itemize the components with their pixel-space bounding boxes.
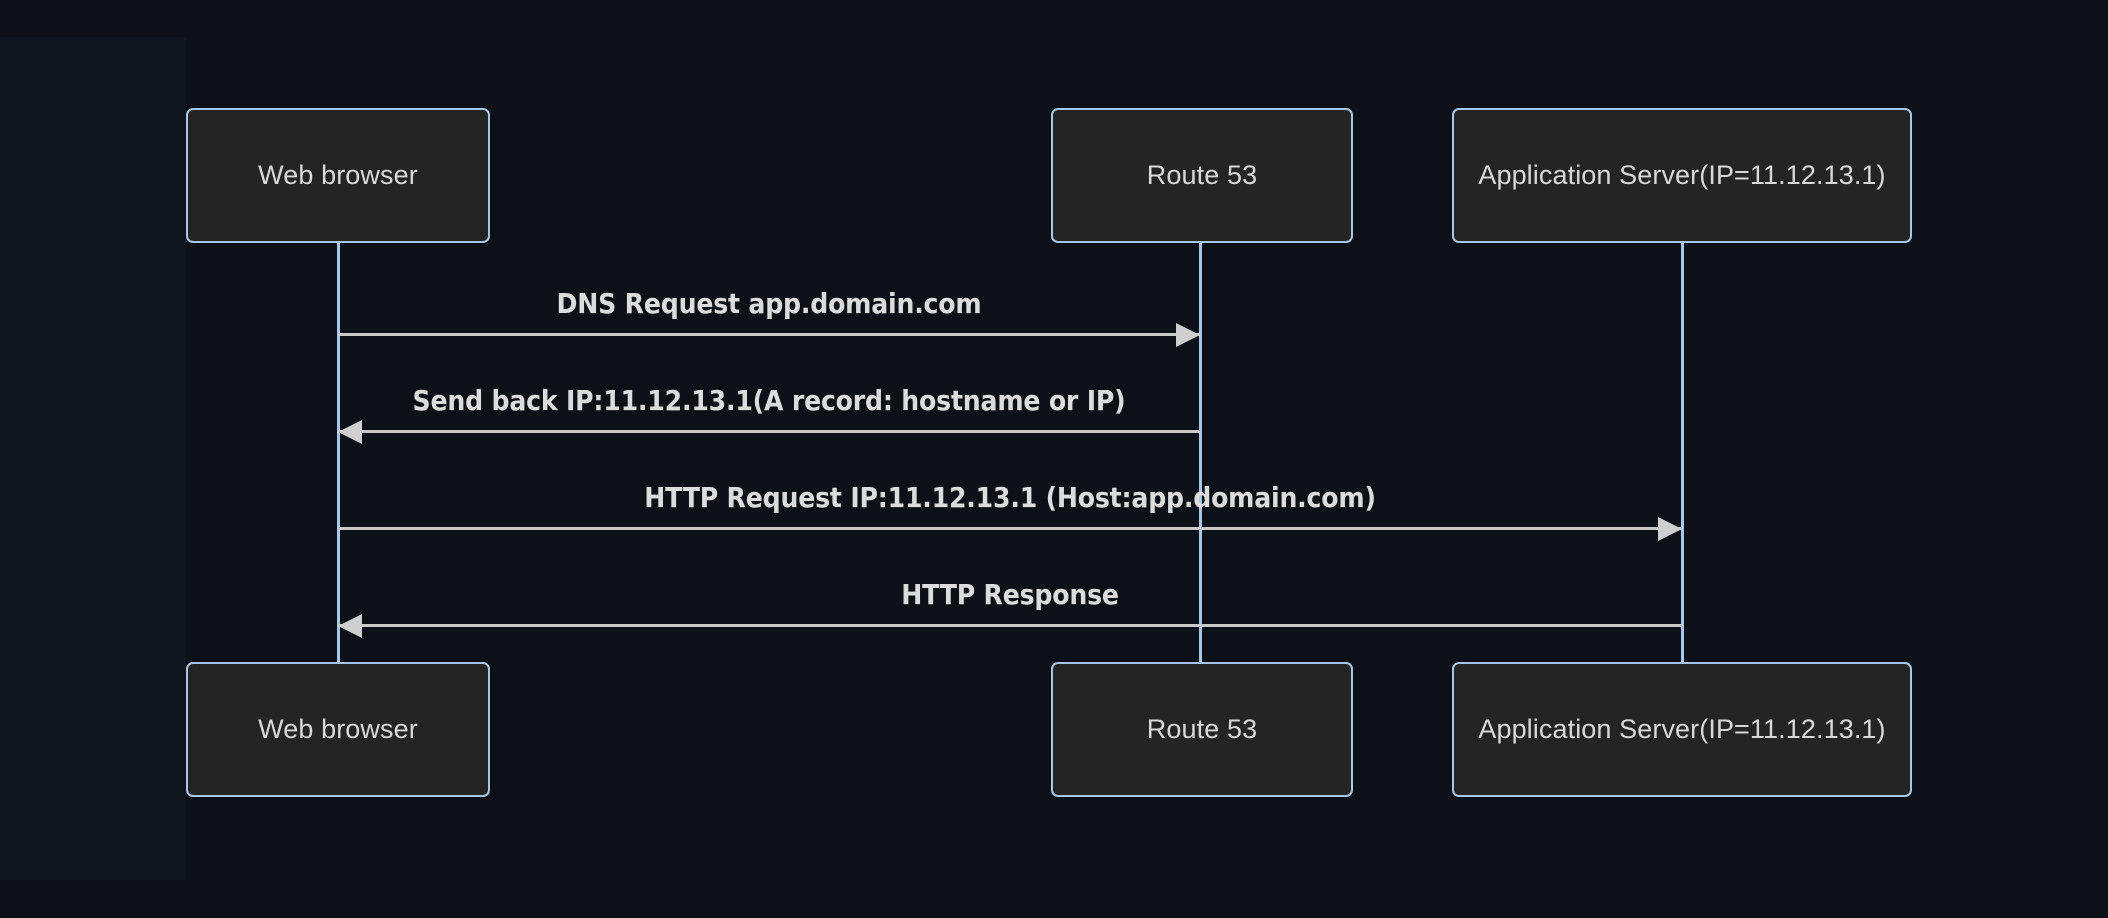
message-label-2: Send back IP:11.12.13.1(A record: hostna… — [412, 384, 1126, 417]
participant-box-route53-top[interactable]: Route 53 — [1051, 108, 1353, 243]
lifeline-route53 — [1199, 243, 1202, 662]
message-line-2 — [338, 430, 1200, 433]
lifeline-browser — [337, 243, 340, 662]
participant-label-route53: Route 53 — [1146, 160, 1258, 190]
participant-label-appserver: Application Server(IP=11.12.13.1) — [1478, 714, 1886, 744]
participant-label-browser: Web browser — [258, 160, 418, 190]
message-label-1: DNS Request app.domain.com — [556, 287, 982, 320]
participant-box-route53-bottom[interactable]: Route 53 — [1051, 662, 1353, 797]
participant-box-appserver-top[interactable]: Application Server(IP=11.12.13.1) — [1452, 108, 1912, 243]
participant-box-appserver-bottom[interactable]: Application Server(IP=11.12.13.1) — [1452, 662, 1912, 797]
background-panel — [0, 37, 186, 880]
lifeline-appserver — [1681, 243, 1684, 662]
message-label-3: HTTP Request IP:11.12.13.1 (Host:app.dom… — [644, 481, 1376, 514]
arrowhead-left-4 — [338, 614, 362, 638]
participant-label-route53: Route 53 — [1146, 714, 1258, 744]
message-line-3 — [338, 527, 1682, 530]
participant-label-appserver: Application Server(IP=11.12.13.1) — [1478, 160, 1886, 190]
message-line-4 — [338, 624, 1682, 627]
participant-box-browser-top[interactable]: Web browser — [186, 108, 490, 243]
arrowhead-right-3 — [1658, 517, 1682, 541]
participant-box-browser-bottom[interactable]: Web browser — [186, 662, 490, 797]
message-line-1 — [338, 333, 1200, 336]
arrowhead-left-2 — [338, 420, 362, 444]
message-label-4: HTTP Response — [901, 578, 1119, 611]
arrowhead-right-1 — [1176, 323, 1200, 347]
participant-label-browser: Web browser — [258, 714, 418, 744]
